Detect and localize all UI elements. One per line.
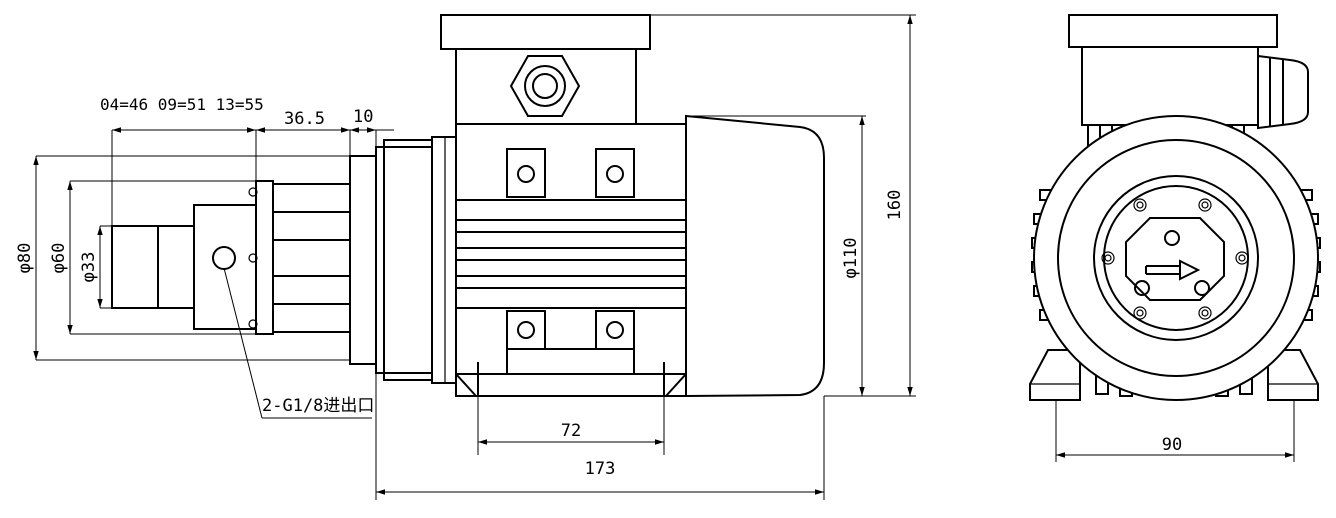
dim-dia80: φ80	[15, 243, 35, 274]
motor-housing	[1033, 115, 1319, 401]
side-view	[111, 14, 825, 398]
flange-bolts	[1101, 198, 1249, 320]
port-label-code: 2-G1/8	[262, 396, 323, 416]
terminal-box-front	[1068, 14, 1278, 48]
dim-height: 160	[885, 190, 905, 221]
left-foot	[1029, 349, 1081, 401]
dim-foot-width: 90	[1162, 435, 1182, 455]
dim-dia110: φ110	[841, 238, 861, 279]
port-hole	[212, 246, 236, 270]
front-dimensions: 90	[1055, 400, 1295, 462]
terminal-box	[440, 14, 651, 125]
pump-body	[111, 155, 377, 365]
side-dimensions: 04=46 09=51 13=55 36.5 10 φ80 φ60 φ33 2-…	[15, 14, 916, 500]
port-label-text: 进出口	[323, 396, 374, 416]
dim-spacer: 10	[353, 107, 373, 127]
dim-dia33: φ33	[79, 252, 99, 283]
rotation-arrow-icon	[1145, 259, 1201, 281]
dim-total-length: 173	[585, 459, 616, 479]
fan-cover	[685, 114, 825, 398]
dim-foot-span: 72	[561, 421, 581, 441]
dim-pump-lengths: 04=46 09=51 13=55	[100, 95, 264, 114]
dim-dia60: φ60	[49, 243, 69, 274]
motor-body	[455, 123, 687, 397]
motor-flange	[375, 136, 457, 384]
port-label: 2-G1/8进出口	[262, 396, 374, 416]
pump-cover	[1125, 217, 1225, 301]
front-view	[1029, 14, 1321, 401]
dim-flange: 36.5	[284, 109, 325, 129]
